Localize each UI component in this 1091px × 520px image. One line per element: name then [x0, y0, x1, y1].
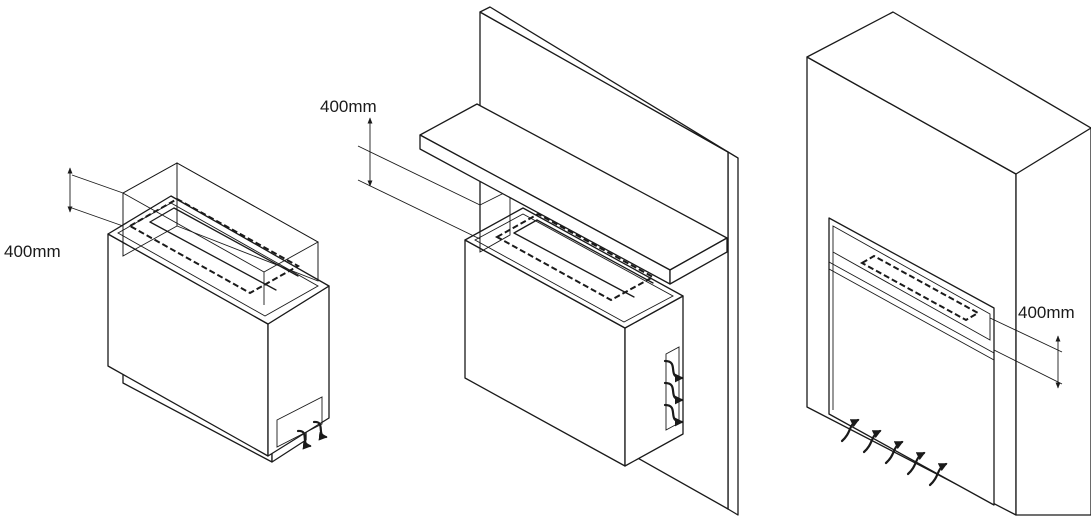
dimension-indicator — [67, 167, 124, 227]
burner-dashed-outline — [494, 212, 656, 302]
dimension-label: 400mm — [320, 97, 377, 116]
figure-under-shelf: 400mm — [320, 6, 739, 516]
fireplace-opening — [828, 217, 995, 506]
firebox-body — [107, 195, 330, 463]
air-vents — [840, 418, 948, 487]
dimension-label: 400mm — [4, 242, 61, 261]
dimension-indicator — [989, 317, 1063, 389]
air-vent — [663, 346, 684, 431]
figure-built-in: 400mm — [806, 11, 1091, 516]
shelf — [419, 103, 728, 285]
dimension-label: 400mm — [1018, 303, 1075, 322]
clearance-box — [479, 189, 511, 253]
dimension-indicator — [357, 117, 481, 240]
burner-dashed-outline — [859, 254, 981, 322]
air-vent — [276, 396, 328, 450]
clearance-box — [122, 162, 319, 305]
firebox-body — [464, 207, 684, 467]
figure-freestanding: 400mm — [4, 162, 330, 463]
